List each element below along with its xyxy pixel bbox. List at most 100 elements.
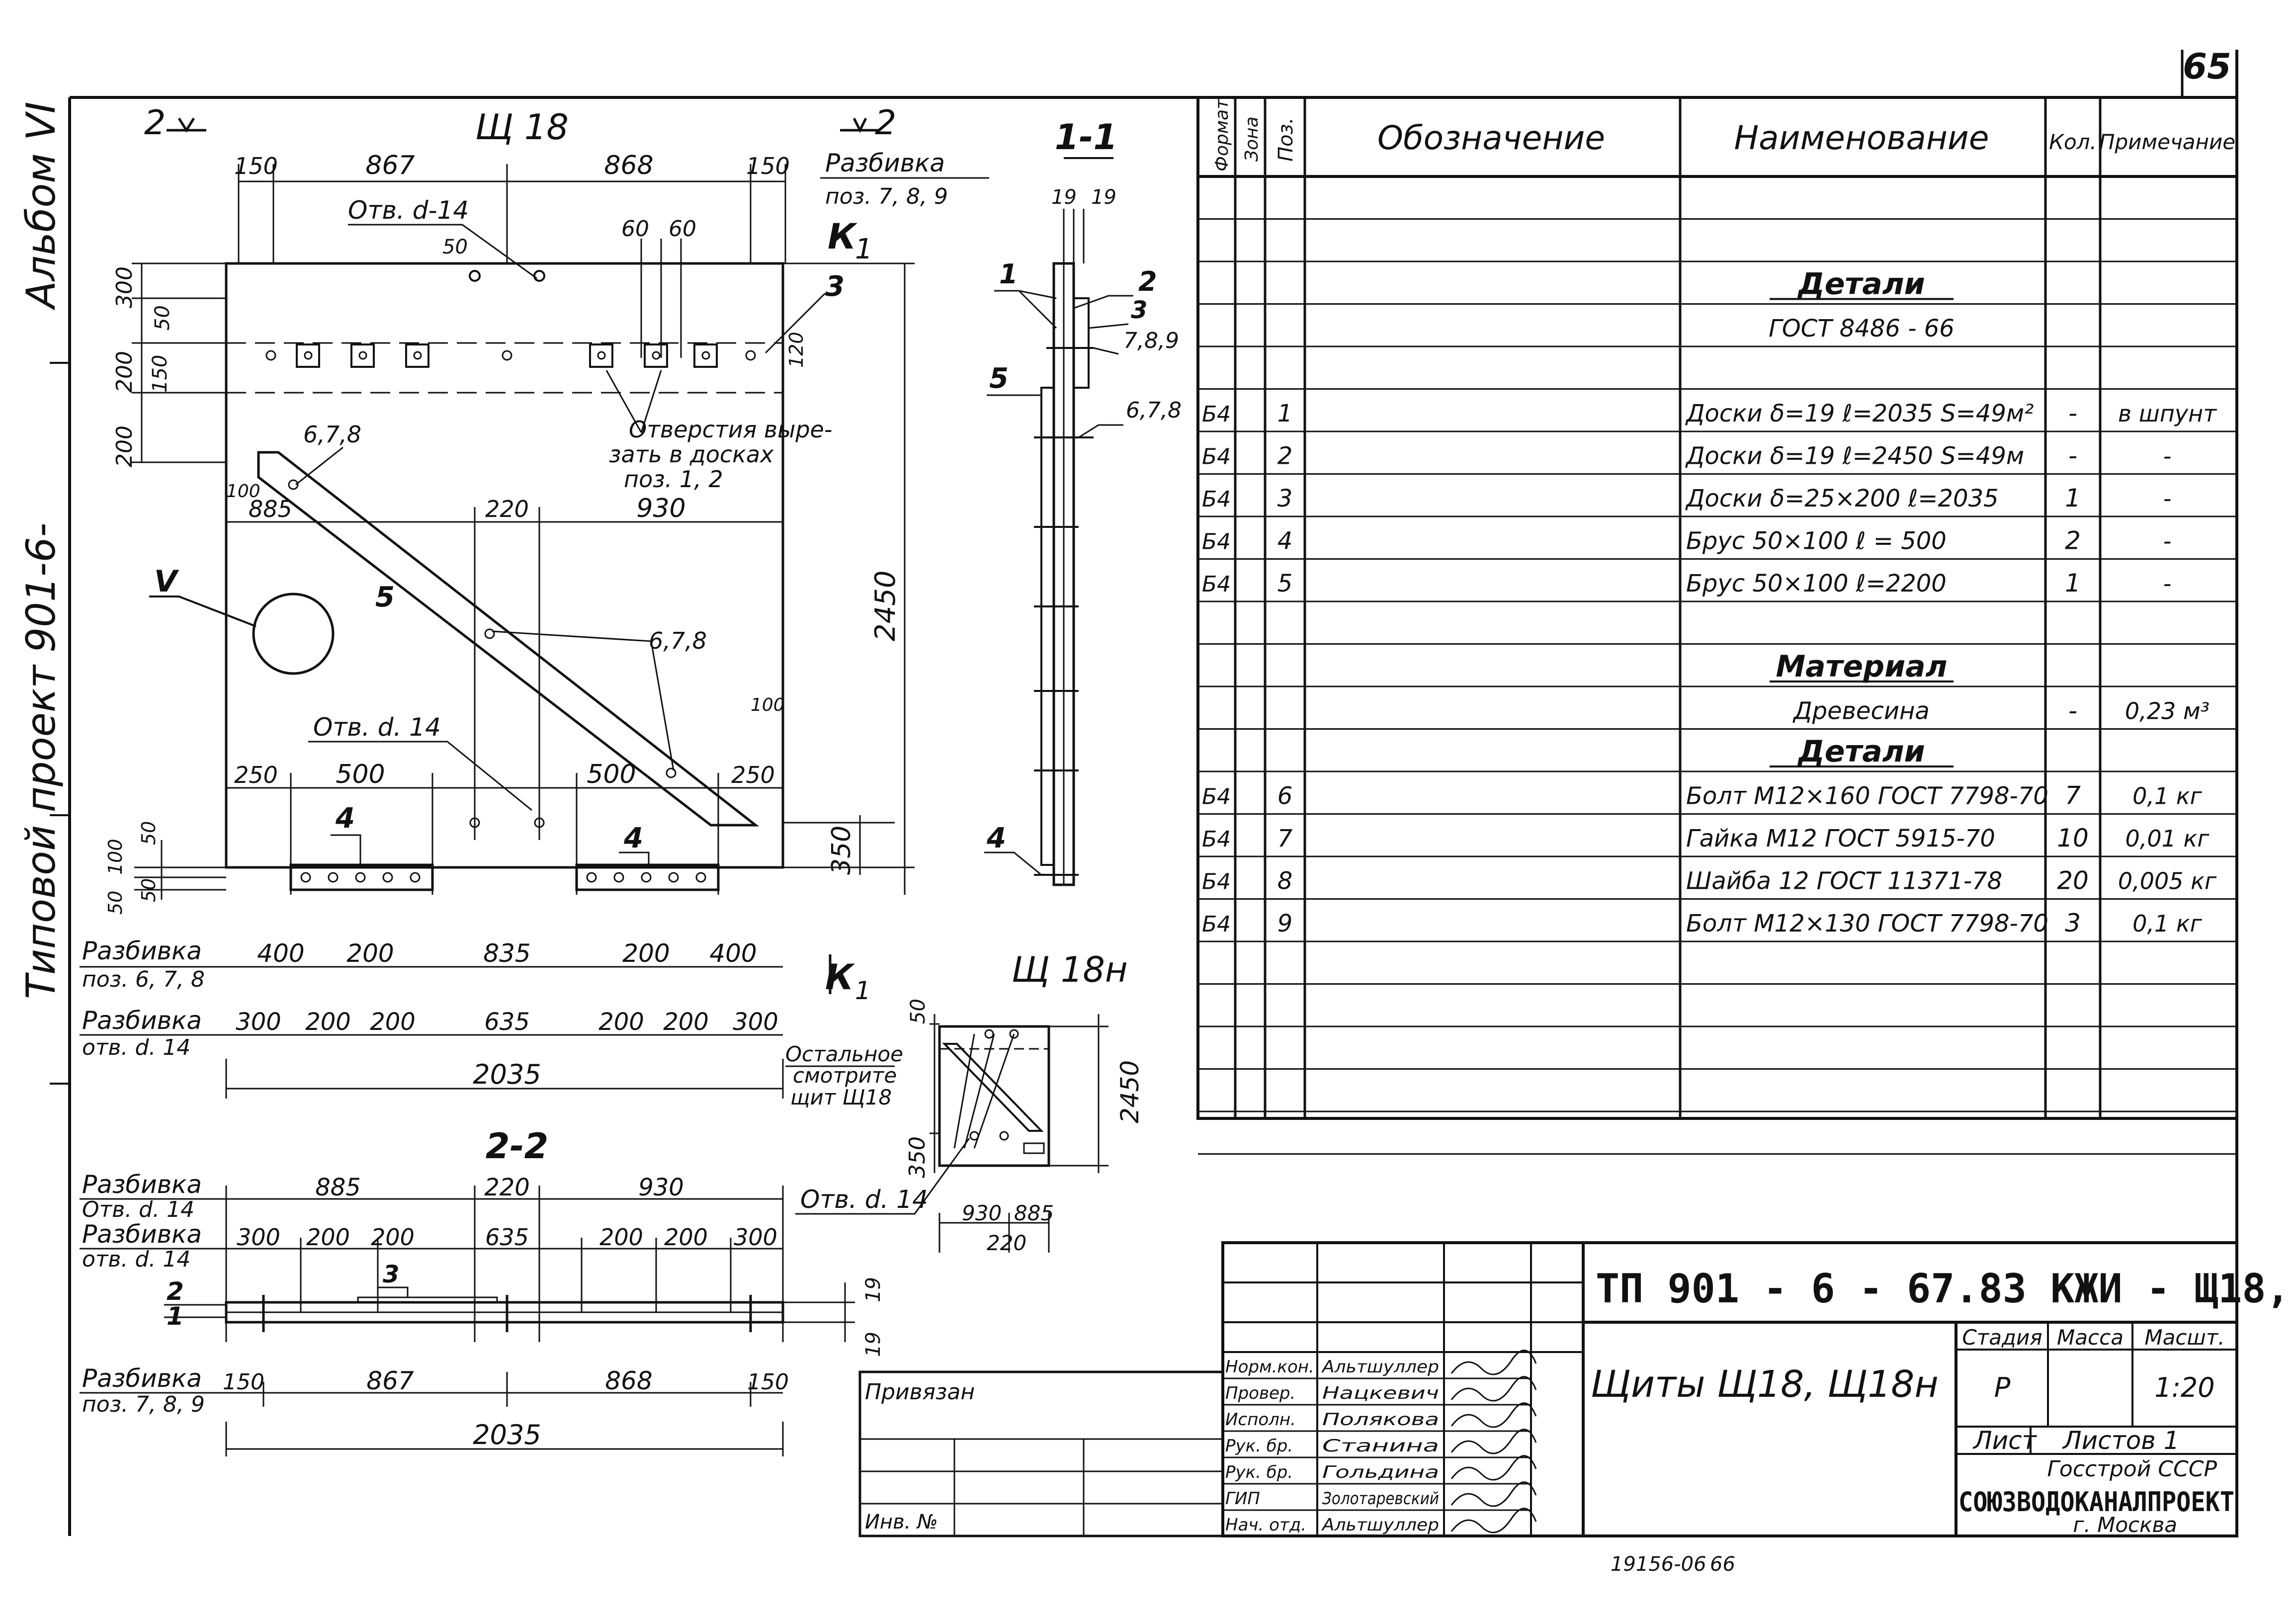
doc-code: ТП 901 - 6 - 67.83 КЖИ - Щ18, Щ18н bbox=[1596, 1266, 2296, 1312]
spec-note: в шпунт bbox=[2118, 400, 2217, 427]
spec-qty: 10 bbox=[2057, 824, 2089, 852]
razbivka-top-label: Разбивка bbox=[825, 149, 945, 177]
dim-500b: 500 bbox=[587, 760, 636, 789]
razbivka-2-label: Разбивка bbox=[82, 1006, 202, 1035]
dim-50-top: 50 bbox=[442, 236, 468, 258]
spec-name: Детали bbox=[1797, 267, 1925, 302]
sec11-pos5: 5 bbox=[989, 362, 1009, 395]
r1-v1: 200 bbox=[346, 939, 394, 968]
dim-2450: 2450 bbox=[869, 570, 902, 641]
small-dim-350: 350 bbox=[905, 1136, 930, 1178]
spec-note: 0,005 кг bbox=[2118, 868, 2217, 895]
r1-v4: 400 bbox=[709, 939, 757, 968]
dim-low-100: 100 bbox=[104, 839, 126, 875]
hdr-pos: Поз. bbox=[1275, 117, 1297, 162]
dim-885: 885 bbox=[249, 496, 292, 522]
dim-100b: 100 bbox=[751, 695, 785, 715]
s22-r2-v5: 200 bbox=[664, 1224, 708, 1251]
r2-v1: 200 bbox=[305, 1008, 351, 1036]
signature-mark bbox=[1450, 1481, 1537, 1507]
razbivka-rows: Разбивка поз. 6, 7, 8 400 200 835 200 40… bbox=[80, 936, 784, 1099]
spec-pos: 5 bbox=[1277, 570, 1293, 597]
scale-header: Масшт. bbox=[2144, 1325, 2224, 1350]
plan-view: 2 2 Щ 18 150 867 868 150 Разбивка поз. 7… bbox=[104, 103, 989, 915]
small-dim-50: 50 bbox=[907, 999, 930, 1024]
spec-qty: - bbox=[2068, 441, 2077, 470]
s22-r2-v0: 300 bbox=[237, 1224, 280, 1251]
spec-name: Брус 50×100 ℓ = 500 bbox=[1686, 527, 1947, 555]
s22-r2-v3: 635 bbox=[485, 1224, 529, 1251]
spec-format: Б4 bbox=[1202, 487, 1231, 512]
spec-name: Древесина bbox=[1792, 697, 1930, 725]
dim-low-50c: 50 bbox=[138, 878, 160, 902]
page-number: 65 bbox=[2183, 46, 2231, 87]
signature-mark bbox=[1450, 1429, 1537, 1454]
small-panel-title: Щ 18н bbox=[1012, 949, 1128, 990]
spec-note: 0,1 кг bbox=[2132, 783, 2203, 810]
signer-role: Провер. bbox=[1225, 1383, 1295, 1403]
sheets-header: Листов 1 bbox=[2062, 1426, 2179, 1455]
s22-dim19b: 19 bbox=[862, 1332, 885, 1357]
dim-60a: 60 bbox=[621, 216, 649, 242]
panel-title: Щ 18 bbox=[475, 107, 569, 148]
r2-v3: 635 bbox=[484, 1008, 530, 1036]
spec-name: ГОСТ 8486 - 66 bbox=[1769, 315, 1955, 342]
small-note-2: смотрите bbox=[793, 1063, 897, 1088]
small-dim-220: 220 bbox=[987, 1231, 1026, 1255]
spec-qty: 2 bbox=[2065, 526, 2081, 555]
spec-name: Гайка М12 ГОСТ 5915-70 bbox=[1686, 825, 1995, 852]
signer-name: Золотаревский bbox=[1322, 1489, 1439, 1509]
spec-qty: 3 bbox=[2065, 909, 2081, 937]
razbivka-2-sub: отв. d. 14 bbox=[82, 1035, 190, 1060]
pos-3-label: 3 bbox=[825, 270, 845, 303]
spec-name: Доски δ=19 ℓ=2450 S=49м bbox=[1685, 442, 2024, 470]
spec-pos: 9 bbox=[1277, 910, 1293, 937]
album-label: Альбом VI bbox=[18, 102, 64, 311]
s22-pos2: 2 bbox=[167, 1277, 184, 1306]
mass-header: Масса bbox=[2057, 1325, 2124, 1350]
total-width: 2035 bbox=[473, 1059, 541, 1090]
dim-250a: 250 bbox=[234, 762, 278, 788]
dim-low-50b: 50 bbox=[104, 891, 126, 915]
sec11-dim19a: 19 bbox=[1051, 186, 1077, 209]
spec-format: Б4 bbox=[1202, 529, 1231, 555]
diagonal-brace bbox=[257, 451, 760, 827]
block-pos4-left bbox=[289, 863, 434, 891]
dim-left-200b: 200 bbox=[112, 425, 137, 467]
signer-name: Альтшуллер bbox=[1321, 1357, 1439, 1377]
dim-left-50: 50 bbox=[151, 305, 174, 331]
holes-note-1: Отверстия выре- bbox=[629, 416, 832, 443]
s22-r1-label: Разбивка bbox=[82, 1170, 202, 1199]
signer-name: Гольдина bbox=[1322, 1462, 1439, 1482]
lbl-678-mid: 6,7,8 bbox=[649, 627, 707, 654]
hole-row-top bbox=[265, 270, 756, 368]
hdr-designation: Обозначение bbox=[1377, 119, 1605, 157]
razbivka-1-label: Разбивка bbox=[82, 936, 202, 965]
spec-pos: 8 bbox=[1277, 867, 1293, 895]
privyazan-label: Привязан bbox=[865, 1379, 975, 1405]
signer-role: Рук. бр. bbox=[1225, 1436, 1293, 1456]
dim-100a: 100 bbox=[226, 481, 260, 502]
sec11-pos4: 4 bbox=[986, 822, 1006, 854]
spec-note: - bbox=[2163, 528, 2172, 555]
cut-mark-right: 2 bbox=[875, 103, 896, 143]
k1-top-number: 1 bbox=[855, 233, 873, 265]
lbl-678-top: 6,7,8 bbox=[303, 421, 361, 448]
hdr-format: Формат bbox=[1212, 98, 1232, 171]
s22-r1-v1: 220 bbox=[484, 1174, 530, 1201]
s22-r1-v0: 885 bbox=[315, 1174, 361, 1201]
section-2-2: 2-2 Разбивка Отв. d. 14 885 220 930 Разб… bbox=[80, 1126, 885, 1456]
sheet-header: Лист bbox=[1972, 1426, 2038, 1455]
spec-name: Болт М12×130 ГОСТ 7798-70 bbox=[1686, 910, 2048, 937]
signature-mark bbox=[1450, 1350, 1537, 1375]
spec-name: Доски δ=25×200 ℓ=2035 bbox=[1685, 485, 1999, 512]
spec-format: Б4 bbox=[1202, 402, 1231, 427]
spec-qty: 1 bbox=[2065, 484, 2081, 512]
signers: Норм.кон.АльтшуллерПровер.НацкевичИсполн… bbox=[1223, 1350, 1537, 1537]
signer-name: Нацкевич bbox=[1322, 1383, 1439, 1403]
spec-name: Детали bbox=[1797, 734, 1925, 769]
s22-r3-label: Разбивка bbox=[82, 1364, 202, 1393]
s22-r2-v4: 200 bbox=[599, 1224, 643, 1251]
signer-role: Исполн. bbox=[1225, 1410, 1296, 1430]
